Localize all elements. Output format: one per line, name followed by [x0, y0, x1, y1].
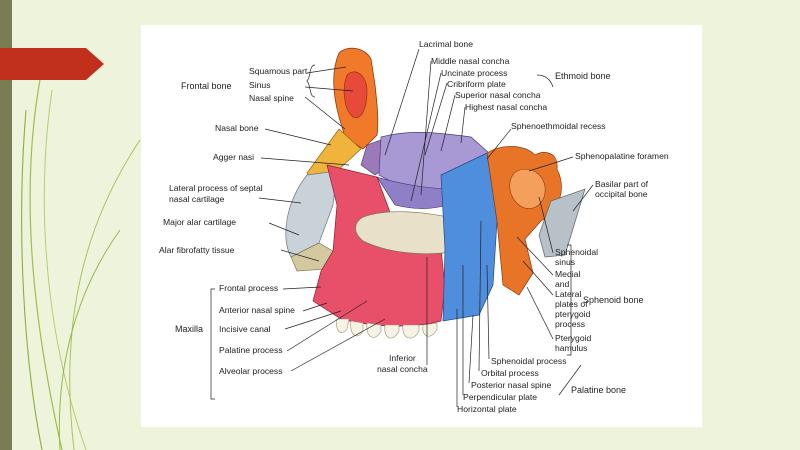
label-basilar-part-2: occipital bone [595, 189, 648, 199]
red-arrow-shape [0, 48, 104, 80]
label-sphenopalatine-foramen: Sphenopalatine foramen [575, 151, 669, 161]
nasal-cavity-lateral-wall-diagram: Frontal bone Squamous part Sinus Nasal s… [159, 39, 669, 414]
label-pterygoid-hamulus-2: hamulus [555, 343, 587, 353]
label-horizontal-plate: Horizontal plate [457, 404, 517, 414]
label-basilar-part-1: Basilar part of [595, 179, 649, 189]
leader-lines [210, 48, 594, 407]
label-incisive-canal: Incisive canal [219, 324, 271, 334]
label-lateral: Lateral [555, 289, 581, 299]
label-palatine-process: Palatine process [219, 345, 283, 355]
label-nasal-spine: Nasal spine [249, 93, 294, 103]
label-sphenoidal-sinus-1: Sphenoidal [555, 247, 598, 257]
label-inferior-concha-1: Inferior [389, 353, 416, 363]
label-alar-fibrofatty: Alar fibrofatty tissue [159, 245, 235, 255]
label-cribriform-plate: Cribriform plate [447, 79, 506, 89]
occipital-bone-shape [538, 188, 586, 258]
label-sphenoethmoidal-recess: Sphenoethmoidal recess [511, 121, 606, 131]
palatine-bone-shape [440, 152, 498, 322]
label-superior-nasal-concha: Superior nasal concha [455, 90, 541, 100]
anatomy-figure-panel: Frontal bone Squamous part Sinus Nasal s… [141, 25, 702, 427]
label-anterior-nasal-spine: Anterior nasal spine [219, 305, 295, 315]
label-sphenoidal-sinus-2: sinus [555, 257, 575, 267]
label-uncinate-process: Uncinate process [441, 68, 507, 78]
label-middle-nasal-concha: Middle nasal concha [431, 56, 510, 66]
label-agger-nasi: Agger nasi [213, 152, 254, 162]
label-pterygoid: pterygoid [555, 309, 591, 319]
label-lacrimal-bone: Lacrimal bone [419, 39, 473, 49]
label-highest-nasal-concha: Highest nasal concha [465, 102, 547, 112]
label-alveolar-process: Alveolar process [219, 366, 283, 376]
label-plates-of: plates of [555, 299, 588, 309]
label-palatine-bone: Palatine bone [571, 385, 626, 395]
label-orbital-process: Orbital process [481, 368, 539, 378]
sphenoidal-sinus-shape [509, 169, 546, 209]
label-major-alar: Major alar cartilage [163, 217, 236, 227]
label-ethmoid-bone: Ethmoid bone [555, 71, 611, 81]
label-lateral-process-1: Lateral process of septal [169, 183, 263, 193]
label-inferior-concha-2: nasal concha [377, 364, 428, 374]
label-posterior-nasal-spine: Posterior nasal spine [471, 380, 551, 390]
label-perpendicular-plate: Perpendicular plate [463, 392, 537, 402]
label-squamous-part: Squamous part [249, 66, 308, 76]
label-pterygoid-hamulus-1: Pterygoid [555, 333, 592, 343]
decorative-curves [21, 79, 141, 450]
label-frontal-process: Frontal process [219, 283, 278, 293]
label-process: process [555, 319, 585, 329]
teeth-row [336, 318, 438, 339]
septal-cartilage-shape [285, 170, 338, 258]
label-and: and [555, 279, 570, 289]
label-sphenoidal-process: Sphenoidal process [491, 356, 567, 366]
label-lateral-process-2: nasal cartilage [169, 194, 225, 204]
label-maxilla: Maxilla [175, 324, 203, 334]
label-sphenoid-bone: Sphenoid bone [583, 295, 644, 305]
frontal-sinus-shape [343, 71, 368, 119]
label-nasal-bone: Nasal bone [215, 123, 259, 133]
label-frontal-bone: Frontal bone [181, 81, 232, 91]
left-accent-strip [0, 0, 12, 450]
label-medial: Medial [555, 269, 580, 279]
label-sinus: Sinus [249, 80, 271, 90]
